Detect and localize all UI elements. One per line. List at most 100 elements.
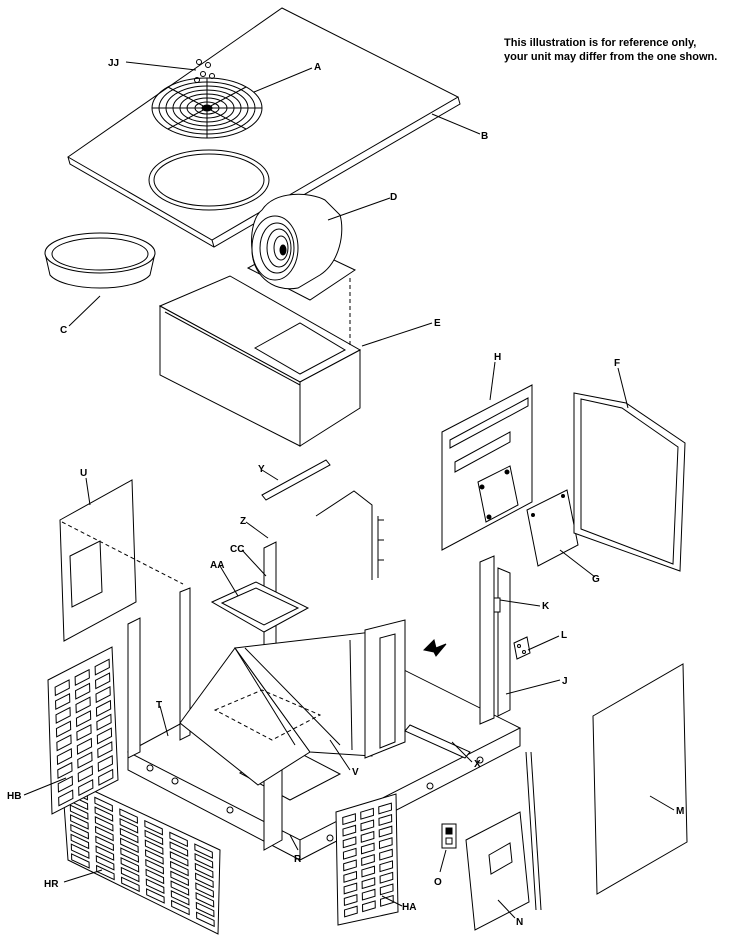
louver-slot	[56, 734, 72, 752]
louver-slot	[360, 830, 375, 843]
louver-slot	[75, 682, 91, 700]
louver-slot	[169, 851, 189, 867]
louver-slot	[144, 839, 164, 856]
drain-outline	[213, 689, 322, 741]
callout-y: Y	[258, 464, 265, 475]
louver-slot	[145, 858, 164, 875]
callout-v: V	[352, 767, 359, 778]
louver-slot	[171, 899, 190, 916]
callout-u: U	[80, 468, 87, 479]
callout-n: N	[516, 917, 523, 928]
louver-slot	[75, 696, 91, 714]
louver-slot	[361, 865, 376, 878]
louver-slot	[120, 847, 139, 863]
louver-slot	[196, 911, 215, 928]
louver-slot	[55, 720, 72, 738]
front-louver-grille	[61, 775, 221, 935]
louver-slot	[75, 710, 92, 728]
louver-slot	[146, 888, 165, 904]
louver-slot	[195, 872, 214, 889]
louver-slot	[169, 841, 189, 857]
top-cover-panel	[67, 7, 461, 248]
louver-slot	[95, 835, 114, 852]
louver-slot	[144, 819, 163, 836]
callout-b: B	[481, 131, 488, 142]
louver-slot	[195, 882, 214, 898]
louver-slot	[145, 878, 165, 895]
louver-slot	[343, 882, 358, 895]
louver-slot	[379, 860, 394, 873]
louver-slot	[94, 816, 114, 832]
louver-slot	[170, 860, 189, 877]
louver-slot	[378, 802, 392, 815]
evaporator-coil	[179, 619, 406, 786]
louver-slot	[57, 761, 73, 779]
louver-slot	[76, 723, 92, 742]
louver-slot	[56, 748, 73, 766]
callout-l: L	[561, 630, 567, 641]
louver-slot	[95, 845, 115, 861]
side-louver-grille	[47, 646, 119, 815]
louver-slot	[145, 849, 164, 865]
louver-slot	[94, 658, 110, 676]
louver-slot	[58, 789, 74, 807]
leader-lines	[23, 61, 675, 919]
small-louver-grille	[335, 793, 399, 926]
louver-slot	[361, 877, 376, 890]
louver-slot	[57, 775, 73, 793]
callout-h: H	[494, 352, 501, 363]
louver-slot	[360, 819, 375, 832]
louver-slot	[119, 808, 138, 824]
louver-slot	[360, 842, 375, 855]
louver-slot	[69, 804, 89, 821]
callout-g: G	[592, 574, 600, 585]
louver-slot	[119, 817, 139, 834]
reference-note-line-2: your unit may differ from the one shown.	[504, 51, 718, 63]
left-side-panel	[59, 479, 137, 642]
louver-slot	[343, 859, 357, 872]
louver-slot	[194, 843, 213, 859]
blower-access-panel	[441, 384, 533, 551]
louver-slot	[70, 823, 89, 840]
louver-slot	[119, 827, 139, 844]
louver-slot	[97, 741, 113, 759]
callout-j: J	[562, 676, 568, 687]
front-door-panel	[465, 751, 542, 931]
callout-d: D	[390, 192, 397, 203]
right-side-panel	[592, 663, 688, 895]
louver-slot	[95, 699, 112, 717]
louver-slot	[76, 737, 93, 755]
support-rail	[404, 724, 471, 759]
louver-slot	[95, 686, 111, 704]
louver-slot	[379, 871, 394, 884]
drain-pan	[210, 581, 310, 633]
louver-slot	[343, 870, 358, 883]
callout-c: C	[60, 325, 67, 336]
gasket-ring	[148, 149, 270, 211]
louver-slot	[96, 713, 112, 731]
blower-assembly	[246, 193, 357, 301]
louver-slot	[77, 751, 93, 769]
reference-note: This illustration is for reference only,…	[504, 36, 734, 64]
callout-aa: AA	[210, 560, 224, 571]
callout-x: X	[474, 759, 481, 770]
louver-slot	[96, 864, 115, 881]
cover-plate	[526, 489, 579, 567]
louver-slot	[120, 866, 140, 883]
callout-cc: CC	[230, 544, 244, 555]
louver-slot	[169, 831, 188, 848]
louver-slot	[361, 888, 376, 901]
electrical-box	[441, 823, 457, 849]
louver-slot	[70, 814, 89, 830]
callout-f: F	[614, 358, 620, 369]
louver-slot	[344, 905, 358, 918]
louver-slot	[379, 848, 393, 861]
callout-hr: HR	[44, 879, 59, 890]
callout-t: T	[156, 700, 162, 711]
callout-hb: HB	[7, 791, 21, 802]
louver-slot	[144, 829, 164, 846]
reference-note-line-1: This illustration is for reference only,	[504, 37, 697, 49]
orifice-ring	[44, 232, 156, 289]
top-rail	[261, 459, 331, 501]
